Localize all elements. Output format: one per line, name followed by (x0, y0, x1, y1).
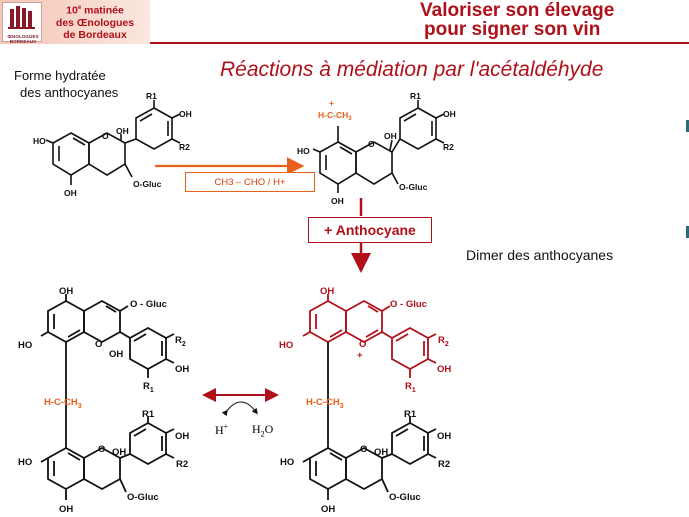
label-ho: HO (18, 457, 32, 468)
slogan: Valoriser son élevage pour signer son vi… (420, 1, 688, 39)
label-plus: + (357, 350, 363, 361)
label-oh: OH (320, 286, 334, 297)
label-r2: R2 (176, 459, 188, 470)
event-number: 10 (66, 4, 78, 17)
event-line3: de Bordeaux (63, 28, 127, 41)
label-oh: OH (443, 109, 456, 119)
label-r2: R2 (438, 459, 450, 470)
intro-line1: Forme hydratée (14, 68, 106, 83)
molecule-1-labels: HO OH O OH R1 OH R2 O-Gluc (33, 91, 192, 198)
label-oh: OH (437, 364, 451, 375)
label-r1: R1 (146, 91, 157, 101)
proton-label: H+ (215, 422, 229, 437)
event-word: matinée (84, 4, 124, 17)
dimer-1-bridge-label: H-C-CH3 (44, 397, 82, 410)
anthocyane-label: + Anthocyane (308, 217, 432, 243)
proton-water-curve (221, 401, 258, 417)
label-r1: R1 (404, 409, 417, 420)
slogan-line1: Valoriser son élevage (420, 0, 615, 21)
bridge-text: H-C-CH3 (44, 397, 82, 410)
label-oh: OH (59, 504, 73, 515)
label-ho: HO (18, 340, 32, 351)
label-r2: R2 (443, 142, 454, 152)
event-title: 10e matinée des Œnologues de Bordeaux (44, 2, 146, 41)
label-r2: R2 (438, 335, 449, 348)
label-oh: OH (109, 349, 123, 360)
label-oh: OH (64, 188, 77, 198)
molecule-4-labels: R1 OH R2 HO OH O OH O-Gluc (280, 409, 451, 515)
header-bar (150, 0, 689, 44)
label-o-gluc: O - Gluc (130, 299, 167, 310)
logo-text: ŒNOLOGUES BORDEAUX (7, 34, 39, 44)
label-oh: OH (59, 286, 73, 297)
label-r2: R2 (175, 335, 186, 348)
slogan-line2: pour signer son vin (424, 19, 601, 40)
header-divider (150, 42, 689, 44)
label-r2: R2 (179, 142, 190, 152)
bridge-text: H-C-CH3 (306, 397, 344, 410)
logo-emblem-icon (8, 6, 35, 29)
label-o: O (102, 131, 109, 141)
header-brand-panel: ŒNOLOGUES BORDEAUX 10e matinée des Œnolo… (0, 0, 150, 44)
label-o: O (98, 444, 105, 455)
molecule-2-labels: HO OH O OH R1 OH R2 O-Gluc (297, 91, 456, 206)
label-o-gluc: O-Gluc (389, 492, 421, 503)
label-o-gluc: O - Gluc (390, 299, 427, 310)
bridge-plus: + (329, 98, 334, 108)
molecule-dimer-flavylium-lower (302, 342, 437, 500)
label-o: O (359, 339, 366, 350)
label-oh: OH (384, 131, 397, 141)
label-ho: HO (280, 457, 294, 468)
event-line2: des Œnologues (55, 16, 135, 29)
label-oh: OH (374, 447, 388, 458)
label-r1: R1 (143, 381, 154, 394)
label-oh: OH (112, 447, 126, 458)
label-r1: R1 (142, 409, 155, 420)
reagent-label: CH3 – CHO / H+ (185, 172, 315, 192)
adduct-bridge-label: + H-C-CH3 (318, 98, 352, 122)
label-o: O (360, 444, 367, 455)
label-oh: OH (175, 364, 189, 375)
label-oh: OH (437, 431, 451, 442)
label-oh: OH (179, 109, 192, 119)
molecule-acetaldehyde-adduct (312, 100, 445, 193)
label-o-gluc: O-Gluc (399, 182, 428, 192)
label-ho: HO (297, 146, 310, 156)
oenologues-logo: ŒNOLOGUES BORDEAUX (2, 2, 42, 44)
dimer-2-bridge-label: H-C-CH3 (306, 397, 344, 410)
label-oh: OH (175, 431, 189, 442)
event-superscript: e (77, 5, 82, 11)
label-o: O (368, 139, 375, 149)
intro-line2: des anthocyanes (20, 85, 119, 100)
intro-label: Forme hydratée des anthocyanes (14, 67, 118, 101)
molecule-dimer-hydrated (40, 294, 175, 500)
label-r1: R1 (405, 381, 416, 394)
label-r1: R1 (410, 91, 421, 101)
label-o-gluc: O-Gluc (127, 492, 159, 503)
label-o: O (95, 339, 102, 350)
label-oh: OH (331, 196, 344, 206)
label-ho: HO (279, 340, 293, 351)
dimer-label: Dimer des anthocyanes (466, 247, 614, 263)
label-ho: HO (33, 136, 46, 146)
label-oh: OH (116, 126, 129, 136)
edge-mark-top (686, 120, 689, 132)
edge-mark-bottom (686, 226, 689, 238)
label-o-gluc: O-Gluc (133, 179, 162, 189)
molecule-hydrated-anthocyanin (45, 100, 181, 185)
water-label: H2O (252, 422, 274, 439)
molecule-dimer-flavylium (302, 294, 437, 378)
molecule-4-labels-red: OH O - Gluc HO O + R2 OH R1 (279, 286, 451, 394)
bridge-text: H-C-CH3 (318, 110, 352, 122)
slide-title: Réactions à médiation par l'acétaldéhyde (220, 58, 604, 81)
label-oh: OH (321, 504, 335, 515)
molecule-3-labels: OH O - Gluc HO O OH R2 OH R1 R1 OH R2 HO… (18, 286, 189, 515)
